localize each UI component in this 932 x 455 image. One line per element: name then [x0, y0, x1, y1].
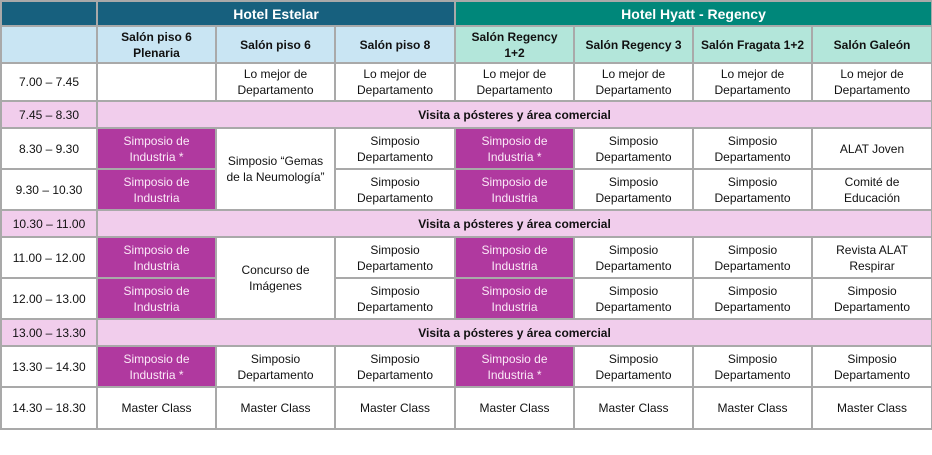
session-cell: Simposio Departamento — [573, 277, 695, 320]
session-cell: Master Class — [454, 386, 576, 430]
time-cell: 7.00 – 7.45 — [0, 62, 98, 102]
hotel-estelar-header: Hotel Estelar — [95, 0, 457, 27]
time-cell: 9.30 – 10.30 — [0, 168, 98, 211]
industry-session: Simposio de Industria * — [454, 127, 576, 170]
hotel-hyatt-header: Hotel Hyatt - Regency — [454, 0, 932, 27]
break-row: Visita a pósteres y área comercial — [95, 100, 932, 129]
session-cell — [96, 62, 217, 102]
session-cell: Lo mejor de Departamento — [692, 62, 814, 102]
industry-session: Simposio de Industria — [96, 236, 217, 279]
time-cell: 8.30 – 9.30 — [0, 127, 98, 170]
time-cell: 10.30 – 11.00 — [0, 209, 98, 238]
industry-session: Simposio de Industria — [96, 277, 217, 320]
session-cell: Lo mejor de Departamento — [573, 62, 695, 102]
session-cell: Master Class — [811, 386, 932, 430]
room-header: Salón Fragata 1+2 — [692, 25, 814, 64]
industry-session: Simposio de Industria — [454, 277, 576, 320]
session-cell: Simposio Departamento — [692, 345, 814, 388]
room-header: Salón piso 8 — [333, 25, 457, 64]
session-cell: Lo mejor de Departamento — [215, 62, 336, 102]
time-cell: 12.00 – 13.00 — [0, 277, 98, 320]
room-header: Salón piso 6 Plenaria — [96, 25, 217, 64]
industry-session: Simposio de Industria * — [96, 345, 217, 388]
session-cell: Simposio Departamento — [333, 127, 457, 170]
corner-cell — [0, 25, 98, 64]
session-cell: Lo mejor de Departamento — [333, 62, 457, 102]
corner-cell — [0, 0, 98, 27]
session-cell: Lo mejor de Departamento — [811, 62, 932, 102]
industry-session: Simposio de Industria — [454, 168, 576, 211]
session-cell: Simposio Departamento — [692, 236, 814, 279]
session-cell: Concurso de Imágenes — [215, 236, 336, 320]
session-cell: Simposio Departamento — [573, 127, 695, 170]
session-cell: Simposio Departamento — [333, 277, 457, 320]
break-row: Visita a pósteres y área comercial — [95, 318, 932, 347]
session-cell: Master Class — [692, 386, 814, 430]
session-cell: Comité de Educación — [811, 168, 932, 211]
session-cell: ALAT Joven — [811, 127, 932, 170]
session-cell: Simposio Departamento — [811, 277, 932, 320]
room-header: Salón Galeón — [811, 25, 932, 64]
session-cell: Simposio Departamento — [333, 168, 457, 211]
session-cell: Simposio Departamento — [573, 168, 695, 211]
time-cell: 14.30 – 18.30 — [0, 386, 98, 430]
session-cell: Master Class — [333, 386, 457, 430]
session-cell: Simposio Departamento — [692, 127, 814, 170]
industry-session: Simposio de Industria * — [454, 345, 576, 388]
session-cell: Master Class — [215, 386, 336, 430]
session-cell: Simposio “Gemas de la Neumología” — [215, 127, 336, 211]
industry-session: Simposio de Industria * — [96, 127, 217, 170]
room-header: Salón Regency 3 — [573, 25, 695, 64]
time-cell: 7.45 – 8.30 — [0, 100, 98, 129]
session-cell: Simposio Departamento — [811, 345, 932, 388]
session-cell: Lo mejor de Departamento — [454, 62, 576, 102]
industry-session: Simposio de Industria — [454, 236, 576, 279]
time-cell: 13.00 – 13.30 — [0, 318, 98, 347]
session-cell: Simposio Departamento — [692, 277, 814, 320]
schedule-table: Hotel Estelar Hotel Hyatt - Regency Saló… — [0, 0, 932, 430]
room-header: Salón Regency 1+2 — [454, 25, 576, 64]
session-cell: Master Class — [96, 386, 217, 430]
room-header: Salón piso 6 — [215, 25, 336, 64]
session-cell: Simposio Departamento — [692, 168, 814, 211]
break-row: Visita a pósteres y área comercial — [95, 209, 932, 238]
session-cell: Master Class — [573, 386, 695, 430]
session-cell: Simposio Departamento — [333, 345, 457, 388]
session-cell: Revista ALAT Respirar — [811, 236, 932, 279]
session-cell: Simposio Departamento — [215, 345, 336, 388]
session-cell: Simposio Departamento — [333, 236, 457, 279]
industry-session: Simposio de Industria — [96, 168, 217, 211]
time-cell: 11.00 – 12.00 — [0, 236, 98, 279]
session-cell: Simposio Departamento — [573, 345, 695, 388]
session-cell: Simposio Departamento — [573, 236, 695, 279]
time-cell: 13.30 – 14.30 — [0, 345, 98, 388]
